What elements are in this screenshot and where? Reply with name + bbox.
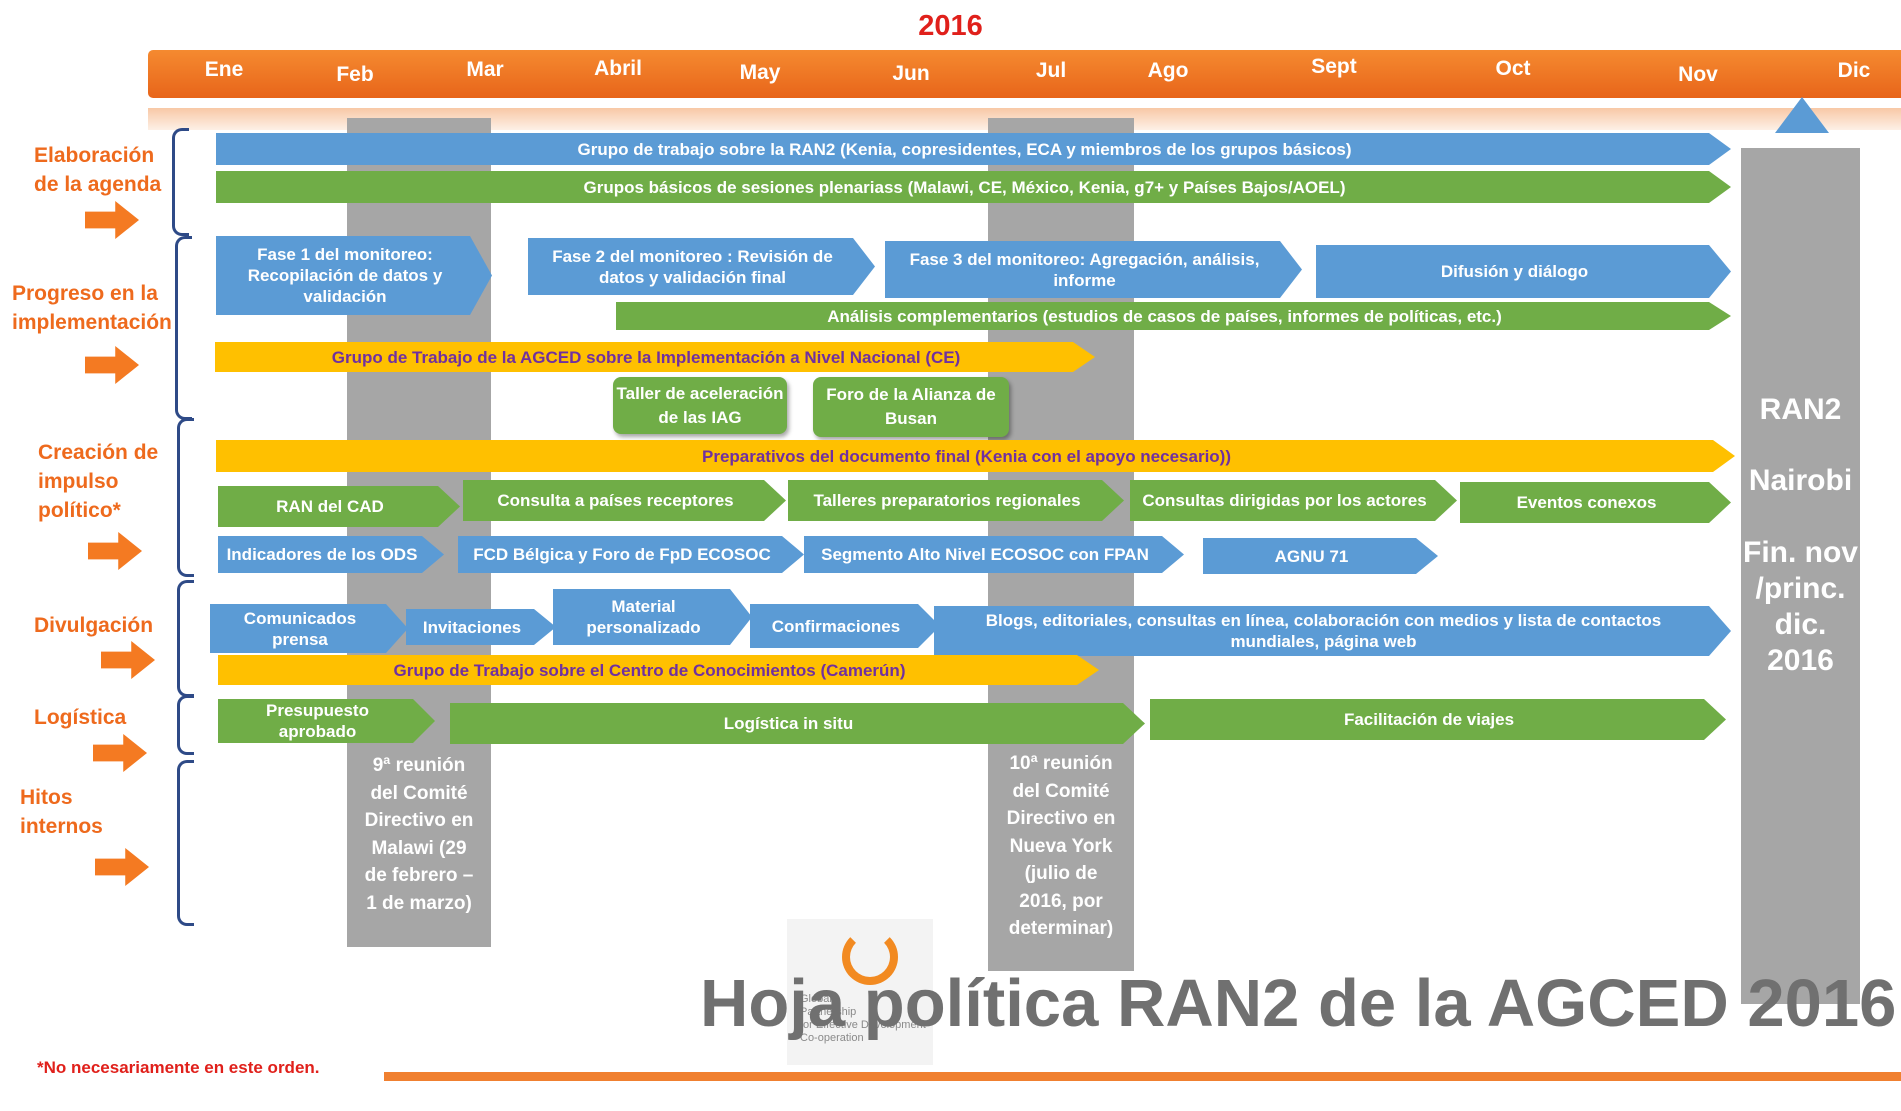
month-abril: Abril: [594, 57, 642, 80]
bar-complementary: Análisis complementarios (estudios de ca…: [616, 302, 1731, 330]
ran2-city: Nairobi: [1748, 464, 1853, 497]
bar-final-doc: Preparativos del documento final (Kenia …: [216, 440, 1735, 472]
month-may: May: [739, 61, 781, 84]
bracket-outreach: [177, 580, 194, 697]
bracket-agenda: [172, 128, 189, 236]
month-sept: Sept: [1311, 55, 1357, 78]
section-milestones: Hitos internos: [20, 786, 103, 838]
bar-ods: Indicadores de los ODS: [218, 536, 444, 573]
bar-ran-cad: RAN del CAD: [218, 486, 460, 527]
bar-diffusion: Difusión y diálogo: [1316, 245, 1731, 298]
bar-consultas-actores: Consultas dirigidas por los actores: [1130, 480, 1457, 521]
bar-logistica: Logística in situ: [450, 703, 1145, 744]
partnership-logo-icon: [842, 929, 898, 985]
section-arrow-icon: [95, 848, 149, 886]
bar-material: Material personalizado: [553, 589, 752, 645]
footnote: *No necesariamente en este orden.: [37, 1058, 320, 1077]
section-arrow-icon: [93, 734, 147, 772]
month-mar: Mar: [466, 58, 504, 81]
section-arrow-icon: [88, 532, 142, 570]
bracket-milestones: [177, 760, 194, 926]
section-arrow-icon: [85, 346, 139, 384]
ran2-date-2: /princ.: [1755, 572, 1846, 605]
box-busan-forum: Foro de la Alianza de Busan: [813, 377, 1009, 437]
section-outreach: Divulgación: [34, 614, 154, 637]
month-dic: Dic: [1837, 59, 1871, 82]
section-logistics: Logística: [34, 706, 127, 729]
bar-comunicados: Comunicados prensa: [210, 604, 408, 653]
bar-working-group: Grupo de trabajo sobre la RAN2 (Kenia, c…: [216, 133, 1731, 165]
bar-talleres: Talleres preparatorios regionales: [788, 480, 1124, 521]
deadline-marker-icon: [1775, 97, 1829, 133]
month-timeline: [148, 50, 1901, 98]
month-ene: Ene: [204, 58, 244, 81]
milestone-tenth-meeting: 10ª reunión del Comité Directivo en Nuev…: [1006, 753, 1116, 939]
bracket-progress: [175, 236, 192, 420]
section-arrow-icon: [101, 641, 155, 679]
bar-presupuesto: Presupuesto aprobado: [218, 699, 435, 743]
bar-viajes: Facilitación de viajes: [1150, 699, 1726, 740]
bar-blogs: Blogs, editoriales, consultas en línea, …: [934, 606, 1731, 656]
bar-phase-1: Fase 1 del monitoreo: Recopilación de da…: [216, 236, 492, 315]
bar-phase-3: Fase 3 del monitoreo: Agregación, anális…: [885, 241, 1302, 298]
bar-eventos: Eventos conexos: [1460, 482, 1731, 523]
month-jun: Jun: [892, 62, 930, 85]
bracket-political: [177, 418, 194, 577]
month-feb: Feb: [336, 63, 374, 86]
month-nov: Nov: [1678, 63, 1718, 86]
section-political: Creación de impulso político*: [38, 441, 159, 522]
bar-confirmaciones: Confirmaciones: [750, 604, 940, 648]
ran2-date-4: 2016: [1767, 644, 1834, 677]
page-title: Hoja política RAN2 de la AGCED 2016: [700, 966, 1897, 1041]
year-label: 2016: [918, 10, 983, 42]
ran2-date-1: Fin. nov: [1743, 536, 1858, 569]
bar-consulta: Consulta a países receptores: [463, 480, 786, 521]
bar-knowledge: Grupo de Trabajo sobre el Centro de Cono…: [218, 655, 1099, 685]
partnership-logo-text: Global Partnership for Effective Develop…: [800, 993, 926, 1044]
month-jul: Jul: [1035, 59, 1067, 82]
ran2-column: [1741, 148, 1860, 1004]
bar-segmento: Segmento Alto Nivel ECOSOC con FPAN: [804, 536, 1184, 573]
section-progress: Progreso en la implementación: [12, 282, 172, 334]
footer-line: [384, 1072, 1901, 1081]
month-ago: Ago: [1147, 59, 1189, 82]
bar-fcd: FCD Bélgica y Foro de FpD ECOSOC: [458, 536, 804, 573]
milestone-ninth-meeting: 9ª reunión del Comité Directivo en Malaw…: [364, 755, 474, 914]
section-arrow-icon: [85, 201, 139, 239]
ran2-label: RAN2: [1759, 393, 1842, 426]
bar-invitaciones: Invitaciones: [406, 609, 556, 645]
box-iag-workshop: Taller de aceleración de las IAG: [613, 377, 787, 434]
section-agenda: Elaboración de la agenda: [34, 144, 162, 196]
bar-agnu: AGNU 71: [1203, 538, 1438, 574]
month-oct: Oct: [1495, 57, 1531, 80]
ran2-date-3: dic.: [1774, 608, 1827, 641]
bar-core-groups: Grupos básicos de sesiones plenariass (M…: [216, 171, 1731, 203]
bar-agced-group: Grupo de Trabajo de la AGCED sobre la Im…: [215, 342, 1095, 372]
bar-phase-2: Fase 2 del monitoreo : Revisión de datos…: [528, 238, 875, 295]
bracket-logistics: [177, 695, 194, 755]
